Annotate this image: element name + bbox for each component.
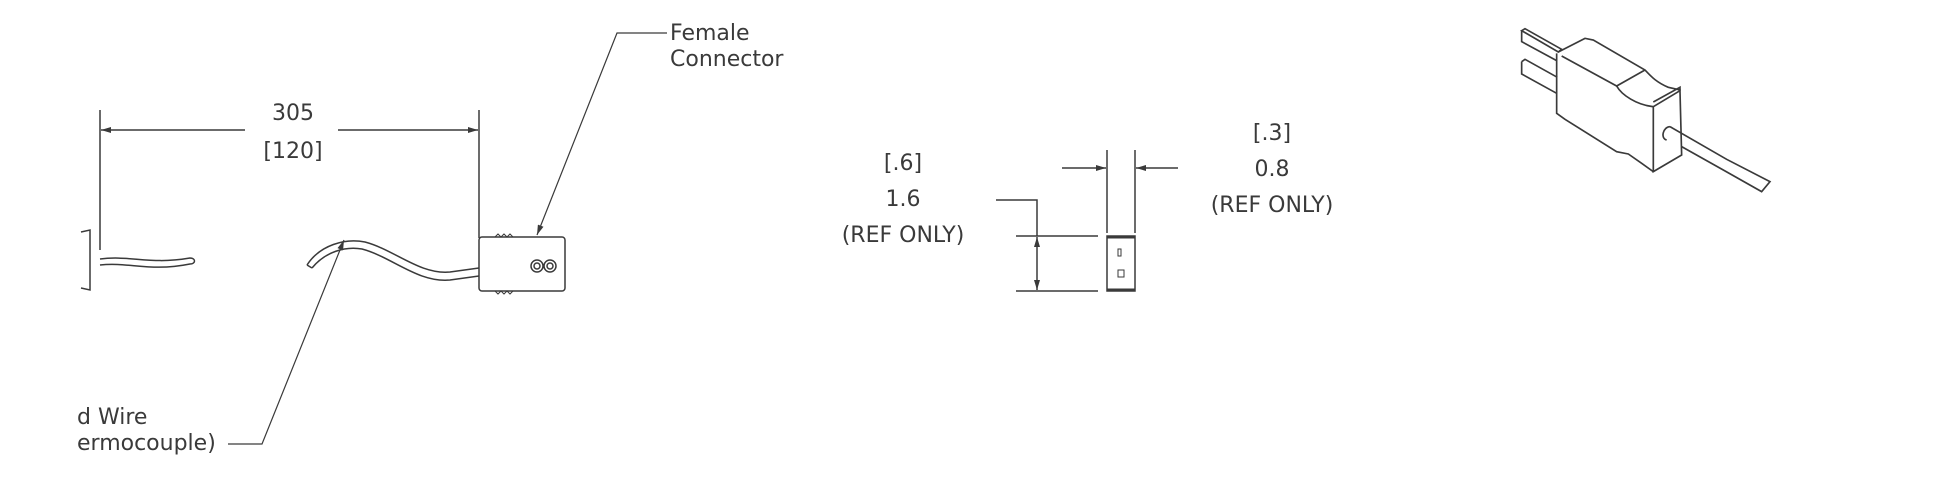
female-connector-label-line2: Connector xyxy=(670,47,784,72)
wire-label-line1: d Wire xyxy=(77,405,148,430)
thermocouple-wire xyxy=(306,240,480,281)
female-connector-leader xyxy=(536,32,667,236)
width-inch: [.3] xyxy=(1252,121,1292,146)
wire-cut-end xyxy=(80,229,196,291)
length-dimension xyxy=(99,110,480,250)
width-mm: 0.8 xyxy=(1254,157,1290,182)
connector-end-view xyxy=(1106,235,1136,292)
width-dimension xyxy=(1062,150,1178,233)
wire-leader xyxy=(228,239,345,445)
height-mm: 1.6 xyxy=(885,187,921,212)
connector-isometric-view xyxy=(1520,27,1772,193)
female-connector-side-view xyxy=(478,233,566,295)
height-inch: [.6] xyxy=(883,151,923,176)
wire-label-line2: ermocouple) xyxy=(77,431,216,456)
length-mm: 305 xyxy=(272,101,314,126)
female-connector-label-line1: Female xyxy=(670,21,750,46)
height-note: (REF ONLY) xyxy=(841,223,965,248)
height-dimension xyxy=(996,199,1098,292)
length-inch: [120] xyxy=(263,139,323,164)
width-note: (REF ONLY) xyxy=(1210,193,1334,218)
